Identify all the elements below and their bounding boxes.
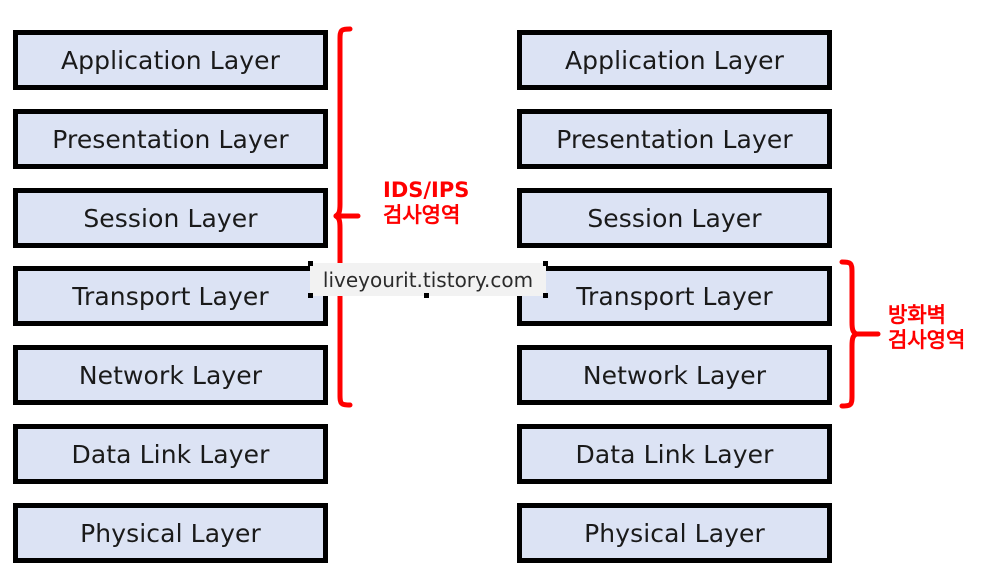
- layer-label: Physical Layer: [80, 518, 261, 548]
- ids-ips-label-line1: IDS/IPS: [383, 178, 470, 202]
- selection-handle-icon: [424, 293, 429, 298]
- layer-box-network-right[interactable]: Network Layer: [517, 345, 832, 405]
- layer-box-session-right[interactable]: Session Layer: [517, 188, 832, 248]
- layer-box-presentation-right[interactable]: Presentation Layer: [517, 109, 832, 169]
- firewall-label-line1: 방화벽: [888, 303, 946, 327]
- layer-box-presentation-left[interactable]: Presentation Layer: [13, 109, 328, 169]
- layer-label: Session Layer: [83, 203, 258, 233]
- ids-ips-brace-icon: [333, 26, 361, 408]
- layer-box-application-left[interactable]: Application Layer: [13, 30, 328, 90]
- selection-handle-icon: [543, 293, 548, 298]
- layer-label: Application Layer: [564, 45, 785, 75]
- selection-handle-icon: [543, 261, 548, 266]
- firewall-annotation-label: 방화벽 검사영역: [888, 303, 965, 353]
- ids-ips-annotation-label: IDS/IPS 검사영역: [383, 178, 469, 228]
- layer-label: Session Layer: [587, 203, 762, 233]
- layer-label: Presentation Layer: [556, 124, 793, 154]
- layer-box-session-left[interactable]: Session Layer: [13, 188, 328, 248]
- layer-label: Physical Layer: [584, 518, 765, 548]
- watermark-text: liveyourit.tistory.com: [322, 267, 534, 292]
- selection-handle-icon: [308, 293, 313, 298]
- watermark-box: liveyourit.tistory.com: [308, 261, 548, 298]
- layer-label: Data Link Layer: [575, 439, 774, 469]
- layer-label: Network Layer: [582, 360, 767, 390]
- layer-box-network-left[interactable]: Network Layer: [13, 345, 328, 405]
- osi-stack-right: Application Layer Presentation Layer Ses…: [517, 0, 832, 584]
- selection-handle-icon: [308, 261, 313, 266]
- layer-box-physical-right[interactable]: Physical Layer: [517, 503, 832, 563]
- layer-box-application-right[interactable]: Application Layer: [517, 30, 832, 90]
- layer-label: Presentation Layer: [52, 124, 289, 154]
- ids-ips-label-line2: 검사영역: [383, 202, 461, 227]
- layer-label: Data Link Layer: [71, 439, 270, 469]
- layer-label: Transport Layer: [576, 281, 773, 311]
- layer-box-transport-left[interactable]: Transport Layer: [13, 266, 328, 326]
- layer-label: Transport Layer: [72, 281, 269, 311]
- firewall-brace-icon: [839, 259, 881, 409]
- layer-box-physical-left[interactable]: Physical Layer: [13, 503, 328, 563]
- osi-stack-left: Application Layer Presentation Layer Ses…: [13, 0, 328, 584]
- firewall-label-line2: 검사영역: [888, 327, 966, 352]
- layer-box-datalink-left[interactable]: Data Link Layer: [13, 424, 328, 484]
- layer-box-datalink-right[interactable]: Data Link Layer: [517, 424, 832, 484]
- layer-box-transport-right[interactable]: Transport Layer: [517, 266, 832, 326]
- layer-label: Network Layer: [78, 360, 263, 390]
- layer-label: Application Layer: [60, 45, 281, 75]
